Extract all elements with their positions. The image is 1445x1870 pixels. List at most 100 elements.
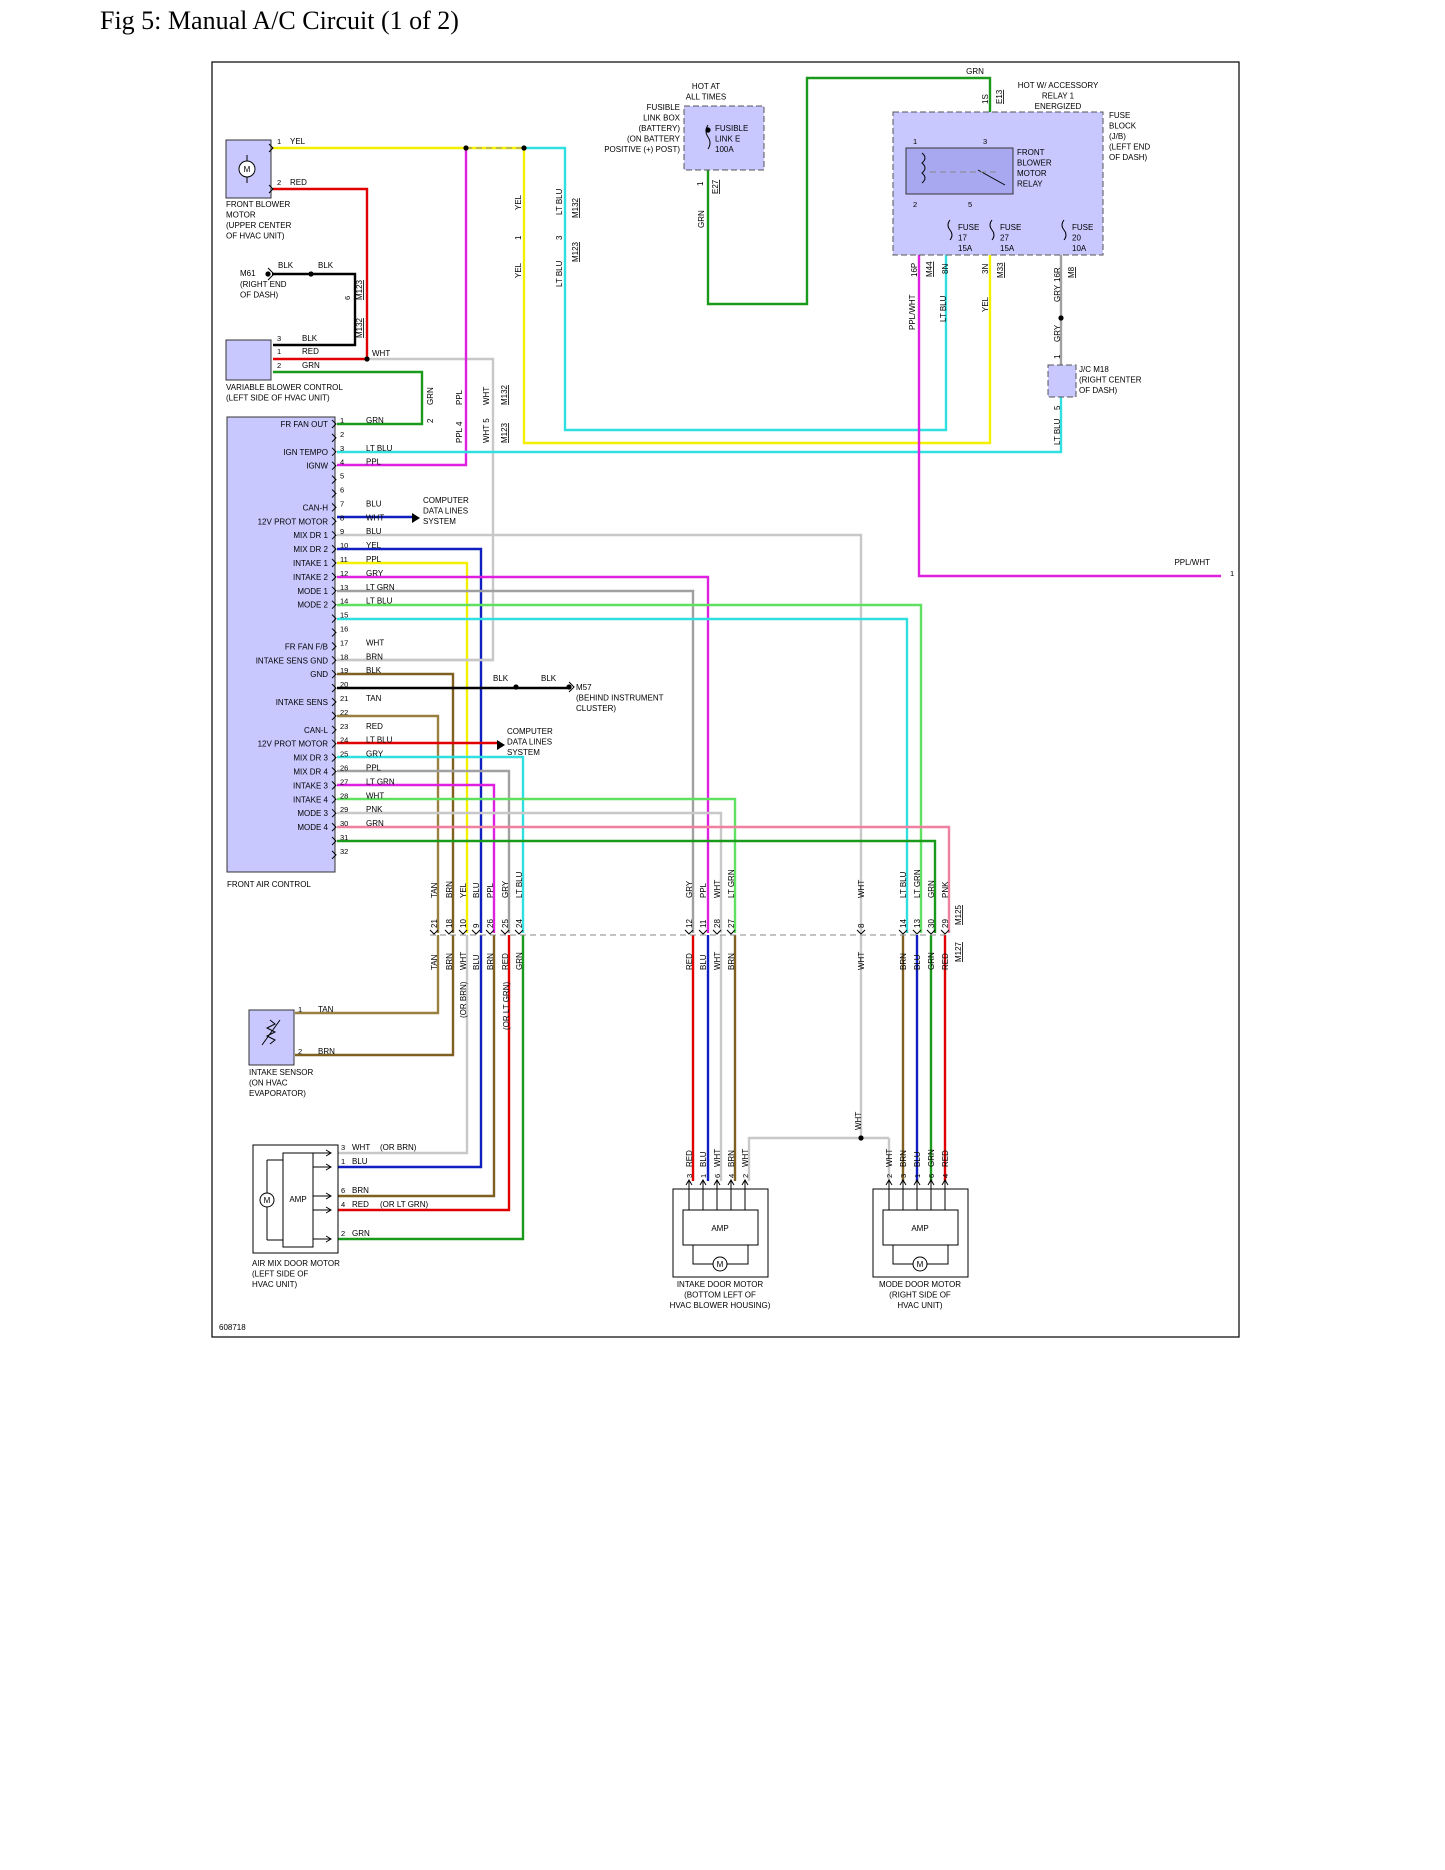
- alt-wire-color: (OR BRN): [459, 981, 468, 1018]
- fac-pin-number: 3: [340, 444, 344, 453]
- fac-pin-number: 2: [340, 430, 344, 439]
- fuse-block-label: (J/B): [1109, 132, 1126, 141]
- harness-wire-color: LT GRN: [727, 869, 736, 898]
- wire-color: PPL 4: [455, 421, 464, 443]
- fac-pin-connector: [331, 572, 337, 582]
- arrow-icon: [741, 1179, 749, 1186]
- fuse-icon: [1061, 219, 1067, 241]
- harness-connector: [514, 929, 524, 935]
- m57-label: (BEHIND INSTRUMENT: [576, 694, 664, 703]
- wire-color: RED: [941, 1150, 950, 1167]
- fac-pin-wire-color: PPL: [366, 764, 382, 773]
- front-air-control-box: [226, 416, 336, 873]
- jc-m18-label: OF DASH): [1079, 386, 1118, 395]
- harness-wire-color: WHT: [713, 952, 722, 970]
- harness-connector: [444, 929, 454, 935]
- fuse-icon: [989, 219, 995, 241]
- arrow-icon: [325, 1235, 332, 1243]
- amp-box: [682, 1209, 759, 1246]
- pin-number: 1: [913, 137, 917, 146]
- fac-pin-name: FR FAN F/B: [285, 642, 328, 651]
- fac-pin-wire-color: GRY: [366, 750, 384, 759]
- pin-number: 5: [1053, 405, 1062, 410]
- fusible-link-e-label: FUSIBLE: [715, 124, 748, 133]
- fac-pin-connector: [331, 628, 337, 637]
- wire-ppl: [337, 783, 496, 933]
- harness-pin-number: 24: [515, 919, 524, 928]
- connector-id: M8: [1067, 266, 1076, 278]
- fac-pin-number: 6: [340, 486, 344, 495]
- fusible-link-e-label: 100A: [715, 145, 734, 154]
- wire-color: RED: [302, 347, 319, 356]
- fac-pin-number: 25: [340, 750, 348, 759]
- pin-number: 1: [298, 1005, 302, 1014]
- harness-connector: [500, 929, 510, 935]
- fac-pin-number: 4: [340, 458, 344, 467]
- arrow-icon: [941, 1179, 949, 1186]
- fac-pin-connector: [331, 739, 337, 749]
- harness-wire-color: LT GRN: [913, 869, 922, 898]
- hot-accessory-label: RELAY 1: [1042, 92, 1075, 101]
- m57-label: M57: [576, 683, 592, 692]
- harness-wire-color: BRN: [727, 953, 736, 970]
- fac-pin-connector: [331, 836, 337, 846]
- hot-at-all-times-label: ALL TIMES: [686, 93, 726, 102]
- harness-wire-color: GRN: [927, 952, 936, 970]
- fac-pin-connector: [331, 530, 337, 540]
- blower-relay-box: [905, 147, 1014, 195]
- pin-number: 2: [298, 1047, 302, 1056]
- fuse-block-label: FUSE: [1109, 111, 1130, 120]
- wire-ppl-wht: [917, 255, 1221, 578]
- fac-pin-number: 28: [340, 791, 348, 800]
- fac-pin-wire-color: BLU: [366, 499, 382, 508]
- fac-pin-number: 19: [340, 666, 348, 675]
- fac-pin-number: 23: [340, 722, 348, 731]
- fac-pin-name: CAN-H: [303, 503, 329, 512]
- intake-door-motor-label: INTAKE DOOR MOTOR: [677, 1280, 764, 1289]
- data-lines-label: COMPUTER: [507, 727, 553, 736]
- wire-color: WHT: [885, 1149, 894, 1167]
- fuse-27-label: FUSE: [1000, 223, 1021, 232]
- figure-id: 608718: [219, 1323, 246, 1332]
- harness-wire-color: WHT: [857, 952, 866, 970]
- fac-pin-number: 11: [340, 555, 348, 564]
- fac-pin-wire-color: WHT: [366, 791, 384, 800]
- harness-wire-color: RED: [501, 953, 510, 970]
- fac-pin-wire-color: LT BLU: [366, 736, 393, 745]
- fac-pin-connector: [331, 767, 337, 776]
- fac-pin-connector: [331, 475, 337, 484]
- fuse-20-label: 20: [1072, 234, 1081, 243]
- components-layer: [225, 105, 1104, 1278]
- data-lines-label: SYSTEM: [507, 748, 540, 757]
- harness-wire-color: LT BLU: [899, 871, 908, 898]
- harness-wire-color: WHT: [857, 880, 866, 898]
- alt-wire-color: (OR LT GRN): [502, 982, 511, 1030]
- air-mix-door-motor-label: HVAC UNIT): [252, 1280, 298, 1289]
- pin-number: 1: [514, 235, 523, 240]
- wire-color: BLK: [541, 674, 557, 683]
- harness-connector: [684, 929, 694, 935]
- motor-icon-letter: M: [717, 1260, 724, 1269]
- wire-pnk: [337, 825, 951, 933]
- arrow-icon: [699, 1179, 707, 1186]
- fac-pin-wire-color: PNK: [366, 805, 383, 814]
- fac-pin-number: 13: [340, 583, 348, 592]
- harness-connector: [429, 929, 439, 935]
- wire-color: GRN: [302, 361, 320, 370]
- wire-brn: [333, 935, 496, 1198]
- wire-color: PPL/WHT: [908, 294, 917, 330]
- jc-m18-label: (RIGHT CENTER: [1079, 376, 1142, 385]
- fac-pin-connector: [331, 850, 337, 860]
- harness-wire-color: BLU: [913, 954, 922, 970]
- fac-pin-connector: [331, 725, 337, 735]
- connector-id: M33: [996, 262, 1005, 278]
- arrow-icon: [727, 1179, 735, 1186]
- harness-connector: [698, 929, 708, 935]
- wire-color: BLK: [493, 674, 509, 683]
- pin-number: 2: [885, 1174, 894, 1178]
- arrow-icon: [325, 1206, 332, 1214]
- fusible-link-box: [683, 105, 765, 171]
- harness-wire-color: PNK: [941, 881, 950, 898]
- wire-color: BLK: [302, 334, 318, 343]
- pin-number: 1S: [981, 94, 990, 104]
